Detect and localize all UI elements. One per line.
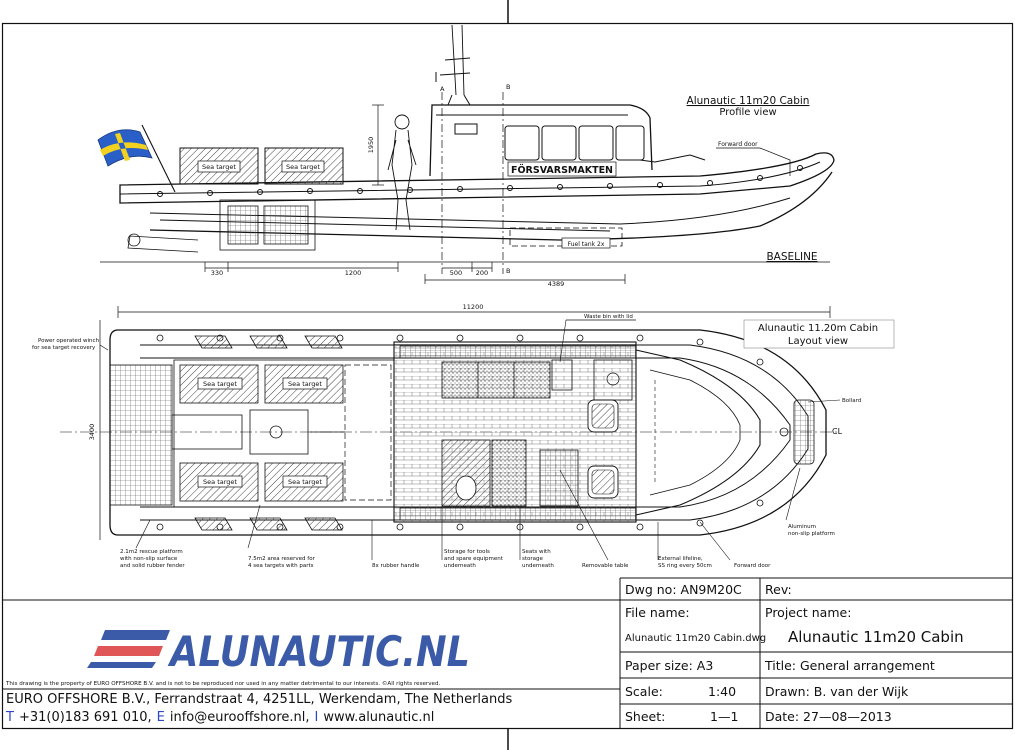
svg-text:Forward door: Forward door — [734, 563, 771, 569]
layout-leaders — [99, 344, 841, 561]
svg-text:8x rubber handle: 8x rubber handle — [372, 563, 420, 569]
note-lifeline: External lifeline, SS ring every 50cm — [658, 556, 712, 569]
svg-text:storage: storage — [522, 556, 544, 562]
project-name-label: Project name: — [765, 604, 852, 620]
profile-labels: Alunautic 11m20 Cabin Profile view A B B… — [202, 83, 818, 288]
person-figure — [387, 114, 417, 231]
alunautic-logo: ALUNAUTIC.NL — [87, 627, 470, 676]
length-dimension: 11200 — [463, 303, 484, 311]
dim-500: 500 — [450, 269, 462, 277]
profile-subtitle: Profile view — [719, 107, 776, 118]
layout-title: Alunautic 11.20m Cabin — [758, 323, 878, 334]
beam-dimension: 3400 — [88, 424, 96, 441]
scale-value: 1:40 — [708, 684, 737, 699]
section-a-label: A — [440, 85, 445, 93]
layout-subtitle: Layout view — [788, 336, 848, 347]
rubber-handles — [194, 335, 343, 531]
lifeline-rings — [157, 165, 803, 197]
section-b-bottom-label: B — [506, 267, 510, 275]
profile-view — [97, 24, 835, 284]
sea-target-profile-2: Sea target — [286, 163, 320, 171]
contact-line: T +31(0)183 691 010, E info@eurooffshore… — [6, 708, 434, 726]
waste-bin-label: Waste bin with lid — [584, 314, 633, 320]
dim-200: 200 — [476, 269, 488, 277]
svg-text:Removable table: Removable table — [582, 563, 629, 569]
file-name: Alunautic 11m20 Cabin.dwg — [625, 632, 767, 644]
title-block-lines — [2, 577, 1012, 728]
hull-name: FÖRSVARSMAKTEN — [511, 165, 613, 176]
file-name-label: File name: — [625, 604, 690, 620]
web-letter: I — [314, 709, 319, 725]
project-name: Alunautic 11m20 Cabin — [788, 628, 964, 646]
layout-view — [60, 306, 895, 561]
forward-door-label: Forward door — [718, 141, 758, 148]
drawn-by: Drawn: B. van der Wijk — [765, 684, 909, 699]
winch-label-2: for sea target recovery — [32, 345, 96, 351]
dim-4389: 4389 — [548, 280, 565, 288]
email-address[interactable]: info@eurooffshore.nl, — [169, 709, 310, 725]
dim-1200: 1200 — [345, 269, 362, 277]
drawing-date: Date: 27—08—2013 — [765, 709, 892, 724]
sea-target-layout-3: Sea target — [203, 478, 237, 486]
profile-title: Alunautic 11m20 Cabin — [687, 95, 810, 107]
paper-size: Paper size: A3 — [625, 658, 714, 673]
svg-text:and spare equipment: and spare equipment — [444, 556, 504, 562]
sheet-label: Sheet: — [625, 709, 666, 724]
sea-target-layout-1: Sea target — [203, 380, 237, 388]
svg-text:underneath: underneath — [522, 563, 554, 569]
svg-text:with non-slip surface: with non-slip surface — [120, 556, 178, 562]
centreline-label: CL — [832, 427, 843, 436]
dwg-no: Dwg no: AN9M20C — [625, 582, 742, 597]
phone-letter: T — [6, 709, 14, 725]
note-forward-door: Forward door — [734, 563, 771, 569]
website-link[interactable]: www.alunautic.nl — [323, 709, 435, 725]
aluminum-label: Aluminum — [788, 524, 816, 530]
note-removable-table: Removable table — [582, 563, 629, 569]
svg-text:4 sea targets with parts: 4 sea targets with parts — [248, 563, 314, 569]
note-rescue-platform: 2.1m2 rescue platform with non-slip surf… — [120, 549, 185, 569]
bollard-label: Bollard — [842, 398, 861, 404]
engine-block — [127, 199, 316, 253]
cabin-windows — [504, 125, 645, 161]
rev: Rev: — [765, 582, 792, 597]
sheet-value: 1—1 — [710, 709, 739, 724]
fuel-tank-label: Fuel tank 2x — [568, 241, 605, 248]
svg-text:and solid rubber fender: and solid rubber fender — [120, 563, 185, 569]
flag — [97, 129, 153, 167]
profile-dimensions — [204, 104, 626, 284]
svg-text:2.1m2 rescue platform: 2.1m2 rescue platform — [120, 549, 183, 555]
logo-text: ALUNAUTIC.NL — [167, 627, 470, 676]
svg-text:Seats with: Seats with — [522, 549, 551, 555]
email-letter: E — [156, 709, 165, 725]
svg-text:Storage for tools: Storage for tools — [444, 549, 490, 555]
dim-330: 330 — [211, 269, 223, 277]
company-line: EURO OFFSHORE B.V., Ferrandstraat 4, 425… — [6, 691, 513, 707]
svg-text:SS ring every 50cm: SS ring every 50cm — [658, 563, 712, 569]
svg-text:underneath: underneath — [444, 563, 476, 569]
svg-text:7.5m2 area reserved for: 7.5m2 area reserved for — [248, 556, 316, 562]
note-rubber-handle: 8x rubber handle — [372, 563, 420, 569]
svg-text:External lifeline,: External lifeline, — [658, 556, 703, 562]
sea-target-profile-1: Sea target — [202, 163, 236, 171]
scale-label: Scale: — [625, 684, 663, 699]
section-b-top-label: B — [506, 83, 510, 91]
note-seats: Seats with storage underneath — [522, 549, 554, 569]
note-storage-tools: Storage for tools and spare equipment un… — [444, 549, 504, 569]
engines-plan — [171, 409, 345, 455]
winch-label: Power operated winch — [38, 338, 100, 344]
height-dimension: 1950 — [367, 137, 375, 154]
aluminum-label-2: non-slip platform — [788, 531, 835, 537]
disclaimer: This drawing is the property of EURO OFF… — [6, 680, 441, 687]
layout-labels: Alunautic 11.20m Cabin Layout view 11200… — [32, 303, 878, 569]
sea-target-layout-4: Sea target — [288, 478, 322, 486]
phone-number: +31(0)183 691 010, — [18, 709, 152, 725]
note-sea-target-area: 7.5m2 area reserved for 4 sea targets wi… — [248, 556, 316, 569]
sea-target-layout-2: Sea target — [288, 380, 322, 388]
baseline-label: BASELINE — [766, 251, 817, 263]
drawing-title: Title: General arrangement — [765, 658, 935, 673]
